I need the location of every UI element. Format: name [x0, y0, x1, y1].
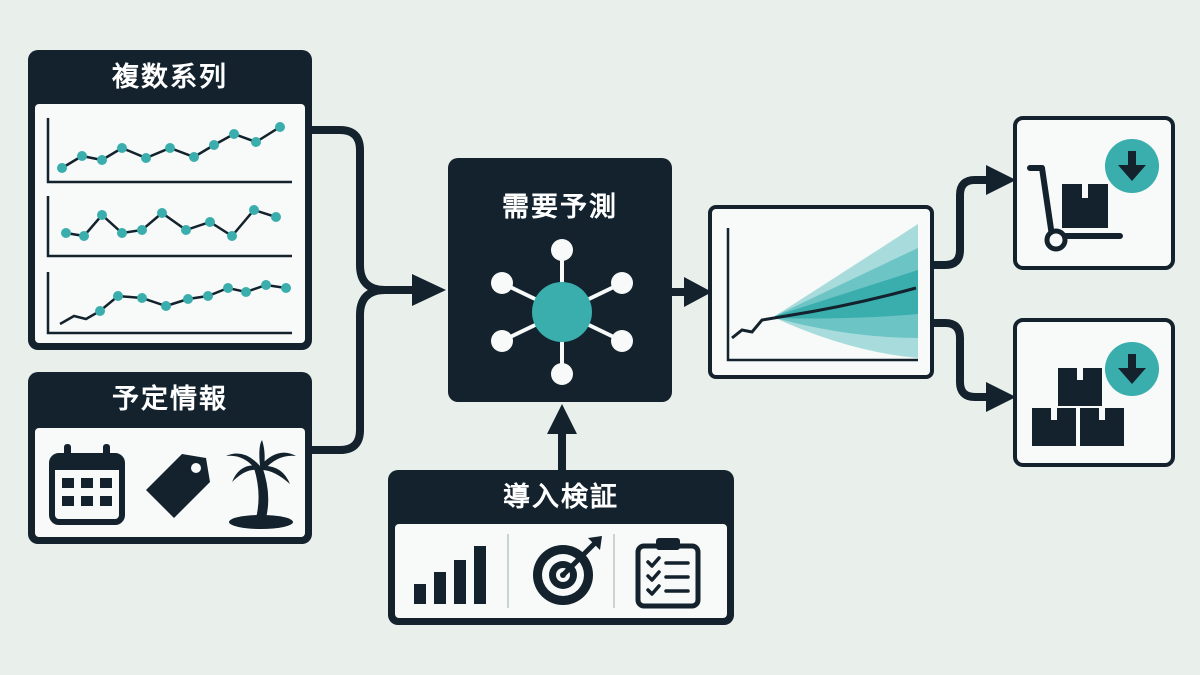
arrowhead-validation-up	[547, 404, 577, 434]
connectors	[308, 126, 994, 476]
output-hand-truck	[1013, 116, 1175, 270]
arrowhead-to-truck	[986, 165, 1016, 195]
connector-schedule-to-forecast	[308, 286, 389, 454]
connector-series-to-forecast	[308, 126, 419, 294]
calendar-icon	[49, 444, 125, 525]
bar-chart-icon	[414, 546, 486, 604]
panel-title-multi-series: 複数系列	[112, 62, 228, 93]
price-tag-icon	[146, 454, 210, 518]
output-stacked-boxes	[1013, 318, 1175, 467]
arrowhead-to-forecast	[412, 274, 446, 306]
forecast-fan-chart	[708, 205, 934, 379]
panel-schedule-info	[28, 372, 312, 544]
download-badge-icon	[1105, 139, 1159, 193]
network-hub-icon	[491, 239, 633, 385]
panel-multi-series	[28, 50, 312, 350]
panel-title-validation: 導入検証	[503, 482, 619, 513]
arrowheads	[412, 165, 1016, 434]
panel-demand-forecast	[448, 158, 672, 402]
checklist-icon	[635, 538, 701, 609]
arrowhead-to-boxes	[986, 382, 1016, 412]
panel-title-demand-forecast: 需要予測	[502, 192, 618, 223]
connector-output-to-boxes	[928, 319, 994, 401]
connector-output-to-truck	[928, 176, 994, 269]
series-chart-3	[46, 272, 292, 335]
target-icon	[533, 536, 602, 605]
arrowhead-to-output	[684, 277, 712, 307]
hand-truck-icon	[1027, 165, 1123, 252]
palm-tree-icon	[226, 440, 296, 529]
series-chart-2	[46, 196, 292, 258]
download-badge-icon	[1105, 342, 1159, 396]
series-chart-1	[46, 118, 292, 184]
panel-title-schedule-info: 予定情報	[112, 384, 228, 415]
stacked-boxes-icon	[1032, 368, 1124, 446]
panel-validation	[388, 470, 734, 625]
